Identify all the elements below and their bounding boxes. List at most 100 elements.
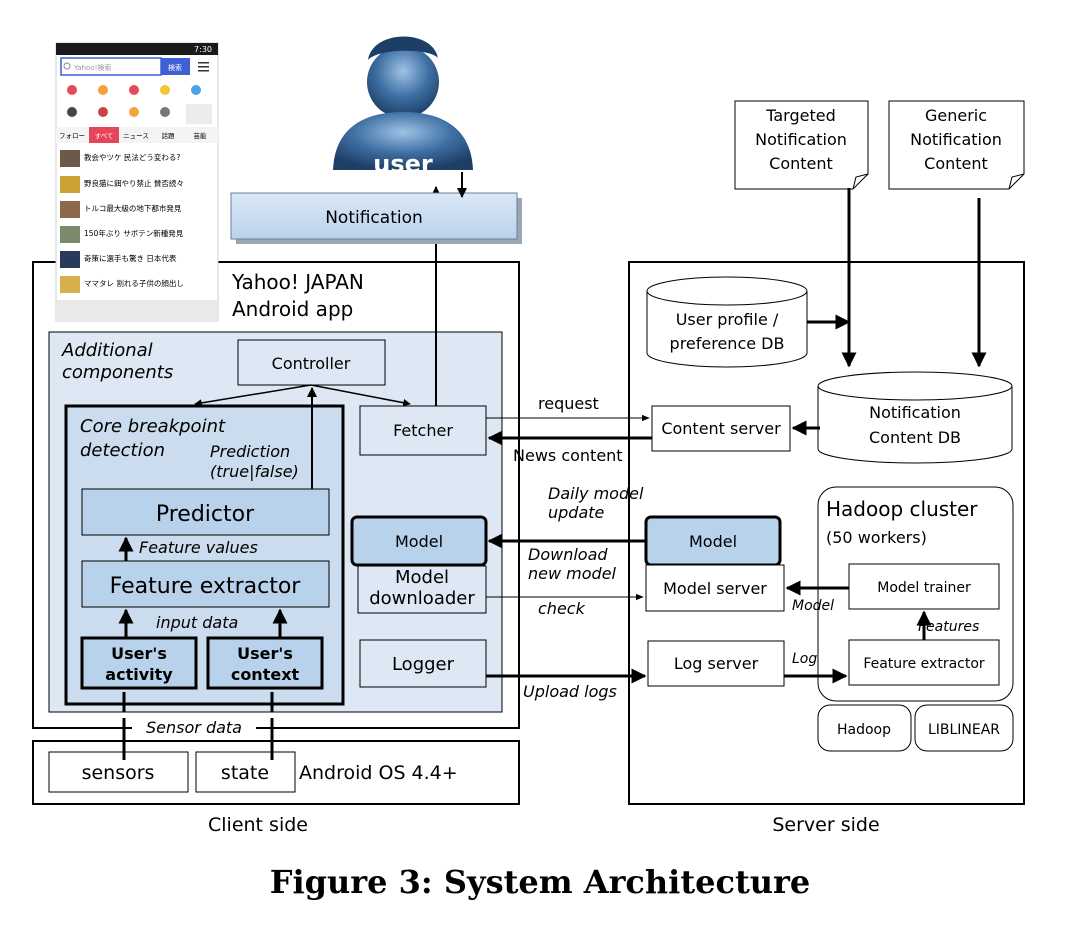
notification-content-db: [817, 371, 1013, 464]
controller-box: [237, 339, 386, 386]
input-data-label: input data: [156, 613, 238, 632]
sensors-label: sensors: [82, 762, 155, 784]
server-feature-extractor-label: Feature extractor: [863, 656, 985, 672]
phone-tab-4: 芸能: [194, 131, 208, 140]
users-context-line1: User's: [237, 644, 293, 663]
daily-model-line1: Daily model: [548, 484, 644, 503]
user-profile-line1: User profile /: [676, 310, 779, 329]
model-server-box: [645, 564, 785, 612]
prediction-label-line1: Prediction: [210, 442, 290, 461]
log-server-box: [647, 640, 785, 687]
app-title-line1: Yahoo! JAPAN: [231, 270, 364, 294]
news-content-label: News content: [513, 446, 623, 465]
client-side-label: Client side: [208, 814, 308, 836]
request-label: request: [538, 394, 599, 413]
check-label: check: [538, 599, 586, 618]
predictor-box: [81, 488, 330, 536]
fetcher-box: [359, 405, 487, 456]
predictor-label: Predictor: [156, 502, 255, 527]
phone-tab-2: ニュース: [123, 132, 149, 140]
download-line2: new model: [528, 564, 617, 583]
content-db-line2: Content DB: [869, 428, 961, 447]
user-profile-line2: preference DB: [670, 334, 785, 353]
additional-label-line2: components: [62, 362, 173, 383]
model-trainer-label: Model trainer: [877, 580, 971, 596]
content-db-line1: Notification: [869, 403, 961, 422]
targeted-line2: Notification: [755, 130, 847, 149]
generic-line1: Generic: [925, 106, 987, 125]
log-server-label: Log server: [674, 654, 759, 673]
controller-label: Controller: [272, 354, 351, 373]
generic-line2: Notification: [910, 130, 1002, 149]
phone-tab-active: [89, 127, 119, 143]
users-activity-line2: activity: [105, 665, 173, 684]
notification-box: [230, 192, 518, 240]
core-label-line2: detection: [80, 440, 165, 461]
model-downloader-line2: downloader: [369, 588, 475, 609]
generic-line3: Content: [924, 154, 988, 173]
state-box: [195, 751, 296, 793]
server-side-label: Server side: [772, 814, 879, 836]
users-context-line2: context: [231, 665, 300, 684]
phone-app-icons-row: [67, 85, 212, 124]
log-edge-label: Log: [792, 651, 817, 667]
state-label: state: [221, 762, 269, 784]
generic-content-doc: [888, 100, 1025, 190]
model-downloader-box: [357, 565, 487, 614]
phone-menu-icon: [198, 62, 209, 72]
model-trainer-box: [848, 563, 1000, 610]
figure-caption: Figure 3: System Architecture: [270, 863, 810, 901]
client-model-box: [350, 515, 488, 567]
phone-search-button-label: 検索: [168, 63, 182, 72]
hadoop-label: Hadoop: [837, 722, 891, 738]
phone-news-3: 150年ぶり サボテン新種発見: [84, 228, 184, 238]
phone-news-2: トルコ最大級の地下都市発見: [84, 203, 182, 213]
sensor-data-label: Sensor data: [146, 718, 242, 737]
content-server-label: Content server: [661, 419, 781, 438]
targeted-content-doc: [734, 100, 869, 190]
workers-label: (50 workers): [826, 528, 927, 547]
download-line1: Download: [528, 545, 608, 564]
content-server-box: [651, 405, 791, 452]
controller-to-fetcher-arrow: [310, 384, 411, 407]
model-edge-label: Model: [792, 598, 834, 614]
user-label: user: [373, 150, 433, 178]
core-label-line1: Core breakpoint: [80, 416, 226, 437]
hadoop-box: [817, 704, 912, 752]
phone-news-5: ママタレ 割れる子供の顔出し: [84, 278, 184, 288]
server-model-label: Model: [689, 532, 737, 551]
additional-label-line1: Additional: [61, 340, 153, 361]
fetcher-label: Fetcher: [393, 421, 453, 440]
targeted-line3: Content: [769, 154, 833, 173]
user-icon: [333, 36, 473, 170]
phone-tab-1: すべて: [95, 132, 114, 140]
model-downloader-line1: Model: [395, 567, 449, 588]
client-model-label: Model: [395, 532, 443, 551]
upload-logs-label: Upload logs: [523, 682, 617, 701]
client-feature-extractor-label: Feature extractor: [110, 574, 302, 599]
phone-tab-0: フォロー: [59, 132, 85, 140]
logger-box: [359, 639, 487, 688]
phone-screenshot: 7:30 Yahoo!検索 検索 フォロー すべて ニュース 話題 芸能: [55, 42, 219, 322]
sensor-data-bg: [132, 716, 256, 738]
user-profile-db: [646, 276, 808, 368]
liblinear-box: [914, 704, 1014, 752]
phone-time: 7:30: [194, 45, 212, 54]
android-os-label: Android OS 4.4+: [299, 762, 458, 784]
phone-search-placeholder: Yahoo!検索: [73, 63, 111, 72]
users-activity-box: [80, 636, 198, 690]
hadoop-cluster-label: Hadoop cluster: [826, 497, 978, 521]
liblinear-label: LIBLINEAR: [928, 722, 1000, 738]
prediction-label-line2: (true|false): [210, 462, 299, 481]
phone-news-1: 野良猫に餌やり禁止 賛否続々: [84, 178, 184, 188]
phone-search-icon: [63, 62, 71, 70]
phone-news-4: 奇策に選手も驚き 日本代表: [84, 253, 177, 263]
model-server-label: Model server: [663, 579, 767, 598]
notification-label: Notification: [325, 208, 423, 228]
sensors-box: [48, 751, 189, 793]
targeted-line1: Targeted: [765, 106, 836, 125]
phone-tab-3: 話題: [162, 131, 176, 140]
phone-search-button: [161, 58, 190, 75]
users-activity-line1: User's: [111, 644, 167, 663]
